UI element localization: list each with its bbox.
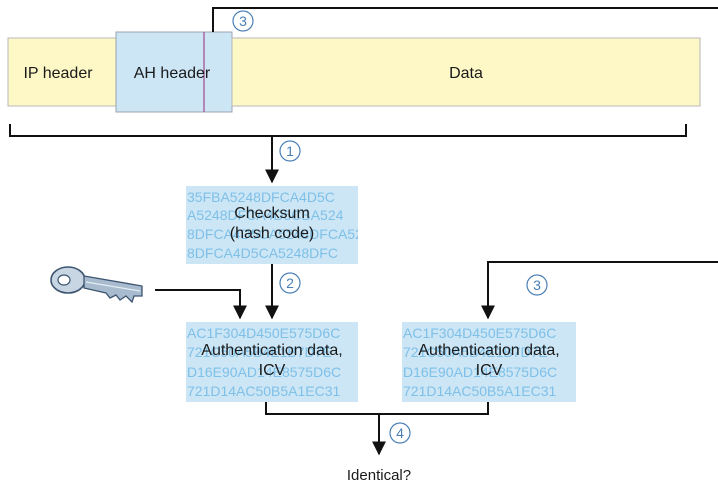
- checksum-hex-row: 8DFCA4D5CA5248DFC: [187, 245, 338, 261]
- checksum-subtitle: (hash code): [230, 225, 315, 242]
- svg-text:2: 2: [286, 275, 294, 291]
- ip-header-segment: [7, 37, 117, 107]
- step-2-marker: 2: [279, 272, 301, 294]
- checksum-hex-row: 8DFCA4D5CA5248DFCA524: [187, 226, 371, 242]
- auth-hex-row: D16E90AD14E8575D6C: [187, 364, 341, 380]
- auth-subtitle: ICV: [259, 362, 286, 379]
- auth-title: Authentication data,: [201, 342, 342, 359]
- checksum-hex-row: 35FBA5248DFCA4D5C: [187, 189, 335, 205]
- auth-subtitle: ICV: [476, 362, 503, 379]
- checksum-title: Checksum: [234, 205, 310, 222]
- checksum-box: 35FBA5248DFCA4D5C A5248DFCA4D5CBA524 8DF…: [186, 186, 371, 264]
- packet-bracket: [9, 124, 687, 137]
- checksum-hex-row: A5248DFCA4D5CBA524: [187, 207, 344, 223]
- step-4-marker: 4: [389, 422, 411, 444]
- auth-data-box-received: AC1F304D450E575D6C 721C50A5B4E1B7D7E D16…: [402, 322, 576, 402]
- step-1-marker: 1: [279, 140, 301, 162]
- auth-data-box-computed: AC1F304D450E575D6C 721C50A5B4E1B7D7E D16…: [186, 322, 358, 402]
- ah-header-label: AH header: [134, 65, 211, 82]
- data-segment: [231, 37, 701, 107]
- ip-header-label: IP header: [23, 65, 93, 82]
- identical-question: Identical?: [347, 467, 411, 484]
- auth-hex-row: 721C50A5B4E1B7D7E: [187, 344, 332, 360]
- svg-text:4: 4: [396, 425, 404, 441]
- auth-hex-row: D16E90AD14E8575D6C: [403, 364, 557, 380]
- icv-received-line: [481, 261, 718, 320]
- svg-text:3: 3: [239, 13, 247, 29]
- auth-hex-row: AC1F304D450E575D6C: [403, 325, 556, 341]
- svg-text:3: 3: [533, 277, 541, 293]
- packet: IP header AH header Data: [7, 31, 701, 113]
- svg-text:1: 1: [286, 143, 294, 159]
- data-label: Data: [449, 65, 483, 82]
- ah-header-segment: [115, 31, 233, 113]
- auth-hex-row: 721C50A5B4E1B7D7E: [403, 344, 548, 360]
- step-3-top-marker: 3: [232, 10, 254, 32]
- icv-extract-line: [212, 7, 718, 32]
- auth-title: Authentication data,: [418, 342, 559, 359]
- key-icon: [50, 266, 143, 304]
- auth-hex-row: 721D14AC50B5A1EC31: [187, 383, 341, 399]
- key-to-icv-line: [155, 289, 247, 320]
- auth-hex-row: 721D14AC50B5A1EC31: [403, 383, 557, 399]
- compare-bracket: [265, 402, 489, 415]
- auth-hex-row: AC1F304D450E575D6C: [187, 325, 340, 341]
- step-3-right-marker: 3: [526, 274, 548, 296]
